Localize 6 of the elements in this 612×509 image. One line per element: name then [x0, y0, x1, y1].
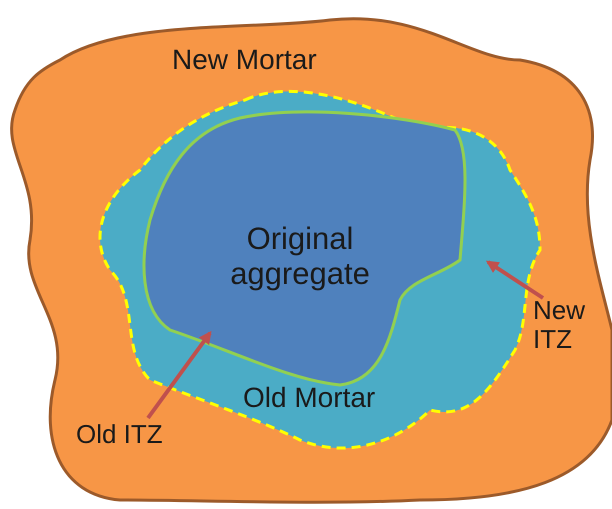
- callout-label: Old ITZ: [76, 420, 164, 450]
- region-label: New Mortar: [172, 44, 318, 76]
- region-label: Old Mortar: [243, 382, 376, 414]
- region-label: Original aggregate: [229, 222, 371, 292]
- leader-line: [146, 330, 212, 420]
- callout-label: New ITZ: [533, 296, 586, 354]
